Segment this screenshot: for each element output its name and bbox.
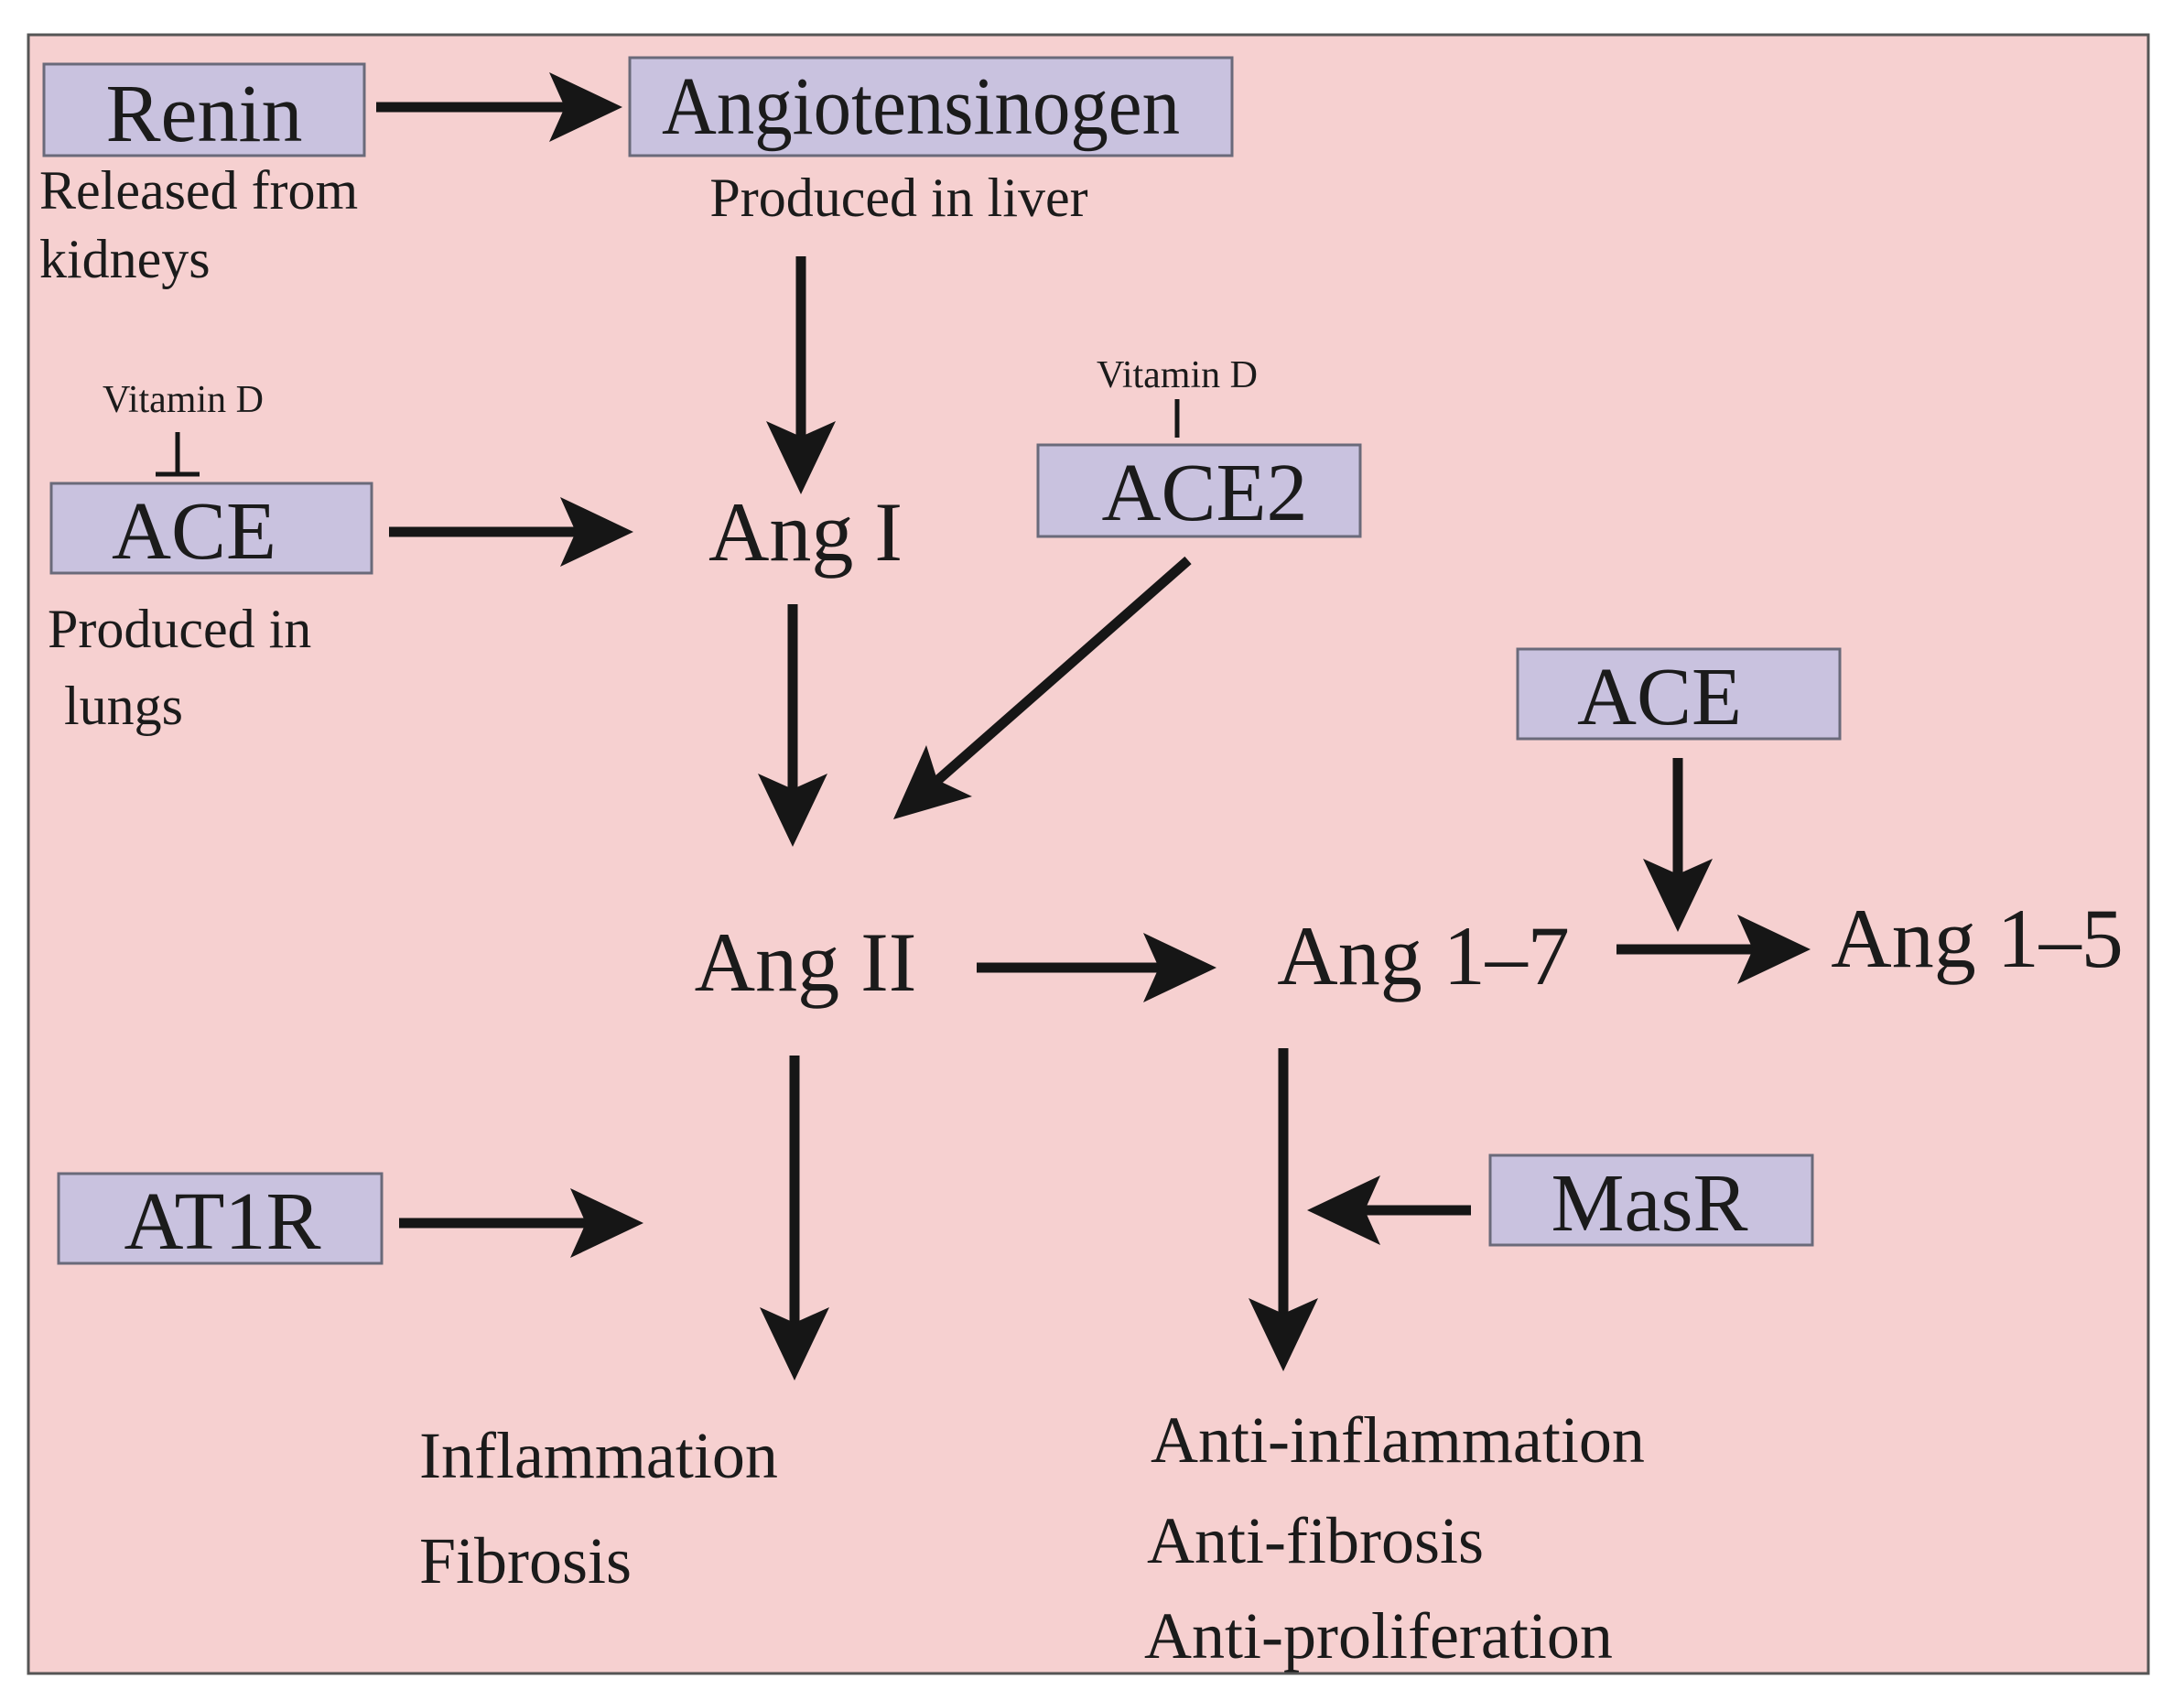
arrow-ang1-to-ang2: [758, 604, 827, 847]
arrow-ang17-to-anti-effects: [1249, 1048, 1318, 1371]
ang15-label: Ang 1–5: [1831, 892, 2123, 985]
renin-note-line2: kidneys: [39, 229, 211, 289]
vitamin-d-ace-note: Vitamin D: [103, 379, 264, 421]
arrow-ace2-to-ang2: [893, 556, 1192, 819]
ace2-box: [1036, 443, 1362, 538]
angiotensinogen-box: [628, 56, 1234, 157]
arrow-ang2-to-ang17: [977, 933, 1216, 1002]
ace-right-box: [1516, 647, 1842, 741]
at1r-box: [57, 1172, 384, 1265]
renin-box: [42, 62, 366, 157]
effect-anti-proliferation: Anti-proliferation: [1144, 1599, 1613, 1673]
arrow-renin-to-angiotensinogen: [376, 72, 622, 142]
angiotensinogen-label: Angiotensinogen: [662, 61, 1180, 152]
arrow-angiotensinogen-to-ang1: [766, 256, 836, 494]
arrow-ace-to-ang17-conversion: [1643, 758, 1713, 932]
angiotensinogen-note: Produced in liver: [709, 168, 1087, 228]
effect-anti-fibrosis: Anti-fibrosis: [1147, 1504, 1484, 1577]
ace-box: [49, 482, 373, 575]
arrow-at1r-to-ang2-pathway: [399, 1188, 643, 1258]
at1r-label: AT1R: [124, 1176, 320, 1267]
ang2-label: Ang II: [695, 915, 917, 1009]
ace2-label: ACE2: [1102, 448, 1308, 538]
ace-note-line2: lungs: [64, 676, 183, 736]
ace-note-line1: Produced in: [48, 599, 311, 659]
vitamin-d-ace-inhibition-marker: [156, 432, 200, 477]
ace-right-label: ACE: [1577, 652, 1742, 742]
effect-fibrosis: Fibrosis: [419, 1524, 632, 1597]
arrow-ace-to-ang1: [389, 497, 633, 567]
effect-anti-inflammation: Anti-inflammation: [1151, 1403, 1645, 1477]
ang17-label: Ang 1–7: [1277, 909, 1569, 1002]
effect-inflammation: Inflammation: [419, 1419, 778, 1492]
arrow-masr-to-ang17-pathway: [1307, 1175, 1471, 1245]
diagram-panel: [27, 33, 2150, 1675]
masr-box: [1488, 1153, 1814, 1247]
renin-label: Renin: [106, 69, 303, 159]
arrow-ang17-to-ang15: [1616, 915, 1811, 984]
vitamin-d-ace2-note: Vitamin D: [1097, 354, 1258, 396]
ace-label: ACE: [112, 486, 276, 577]
ang1-label: Ang I: [708, 485, 903, 579]
masr-label: MasR: [1551, 1158, 1747, 1249]
renin-note-line1: Released from: [39, 160, 358, 221]
arrow-ang2-to-inflammation: [760, 1056, 829, 1381]
